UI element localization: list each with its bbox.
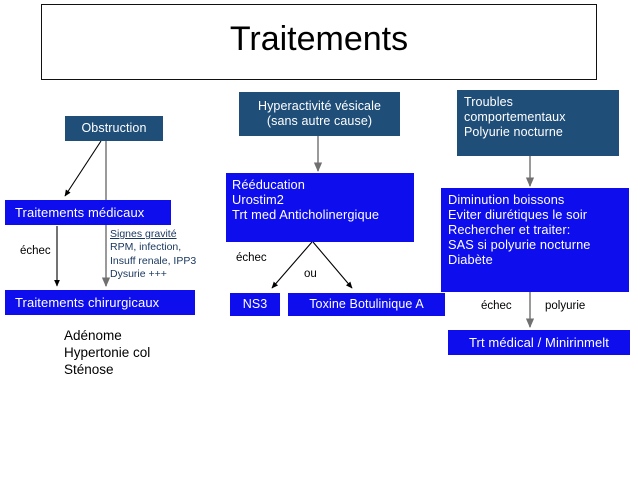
node-diminution-line4: SAS si polyurie nocturne <box>448 237 591 253</box>
note-signes-gravite-line3: Dysurie +++ <box>110 268 167 281</box>
note-hypertonie-col: Hypertonie col <box>64 344 151 360</box>
node-diminution-line5: Diabète <box>448 252 493 268</box>
node-toxine-label: Toxine Botulinique A <box>309 297 424 312</box>
title-box: Traitements <box>41 4 597 80</box>
node-trt-minirinmelt-label: Trt médical / Minirinmelt <box>469 334 609 350</box>
node-diminution-line2: Eviter diurétiques le soir <box>448 207 588 223</box>
note-causes-obstruction: Adénome Hypertonie col Sténose <box>64 328 150 379</box>
node-troubles-comportementaux[interactable]: Troubles comportementaux Polyurie noctur… <box>457 90 619 156</box>
note-stenose: Sténose <box>64 361 114 377</box>
node-diminution-line3: Rechercher et traiter: <box>448 222 571 238</box>
label-polyurie: polyurie <box>545 300 586 312</box>
node-reeducation[interactable]: Rééducation Urostim2 Trt med Anticholine… <box>226 173 414 242</box>
label-ou: ou <box>304 268 317 280</box>
note-adenome: Adénome <box>64 328 122 343</box>
node-troubles-line3: Polyurie nocturne <box>464 124 563 139</box>
node-reeducation-line3: Trt med Anticholinergique <box>232 207 380 223</box>
node-hyperactivite-line1: Hyperactivité vésicale <box>257 99 382 114</box>
edge-reeducation-to-toxine <box>312 241 353 289</box>
node-traitements-chirurgicaux[interactable]: Traitements chirurgicaux <box>5 290 195 315</box>
node-reeducation-line2: Urostim2 <box>232 192 284 208</box>
node-troubles-line1: Troubles <box>464 95 513 109</box>
node-traitements-chirurgicaux-label: Traitements chirurgicaux <box>15 294 160 310</box>
edge-reeducation-to-ns3 <box>271 241 313 289</box>
node-toxine-botulinique[interactable]: Toxine Botulinique A <box>288 293 445 316</box>
node-diminution-line1: Diminution boissons <box>448 192 565 207</box>
note-signes-gravite-line1: RPM, infection, <box>110 241 182 254</box>
node-ns3-label: NS3 <box>242 297 268 312</box>
page-title: Traitements <box>229 20 409 58</box>
note-signes-gravite-header: Signes gravité <box>110 228 177 240</box>
node-obstruction[interactable]: Obstruction <box>65 116 163 141</box>
node-hyperactivite-vesicale[interactable]: Hyperactivité vésicale (sans autre cause… <box>239 92 400 136</box>
node-ns3[interactable]: NS3 <box>230 293 280 316</box>
node-hyperactivite-line2: (sans autre cause) <box>266 114 373 128</box>
note-signes-gravite: Signes gravité RPM, infection, Insuff re… <box>110 228 220 282</box>
label-echec-middle: échec <box>236 252 267 264</box>
note-signes-gravite-line2: Insuff renale, IPP3 <box>110 254 197 267</box>
node-trt-medical-minirinmelt[interactable]: Trt médical / Minirinmelt <box>448 330 630 355</box>
edge-obstruction-to-medicaux <box>64 140 102 197</box>
node-reeducation-line1: Rééducation <box>232 177 305 192</box>
label-echec-right: échec <box>481 300 512 312</box>
node-traitements-medicaux-label: Traitements médicaux <box>15 204 145 220</box>
node-traitements-medicaux[interactable]: Traitements médicaux <box>5 200 171 225</box>
node-diminution-boissons[interactable]: Diminution boissons Eviter diurétiques l… <box>441 188 629 292</box>
node-obstruction-label: Obstruction <box>81 121 147 136</box>
label-echec-left: échec <box>20 245 51 257</box>
node-troubles-line2: comportementaux <box>464 109 566 124</box>
